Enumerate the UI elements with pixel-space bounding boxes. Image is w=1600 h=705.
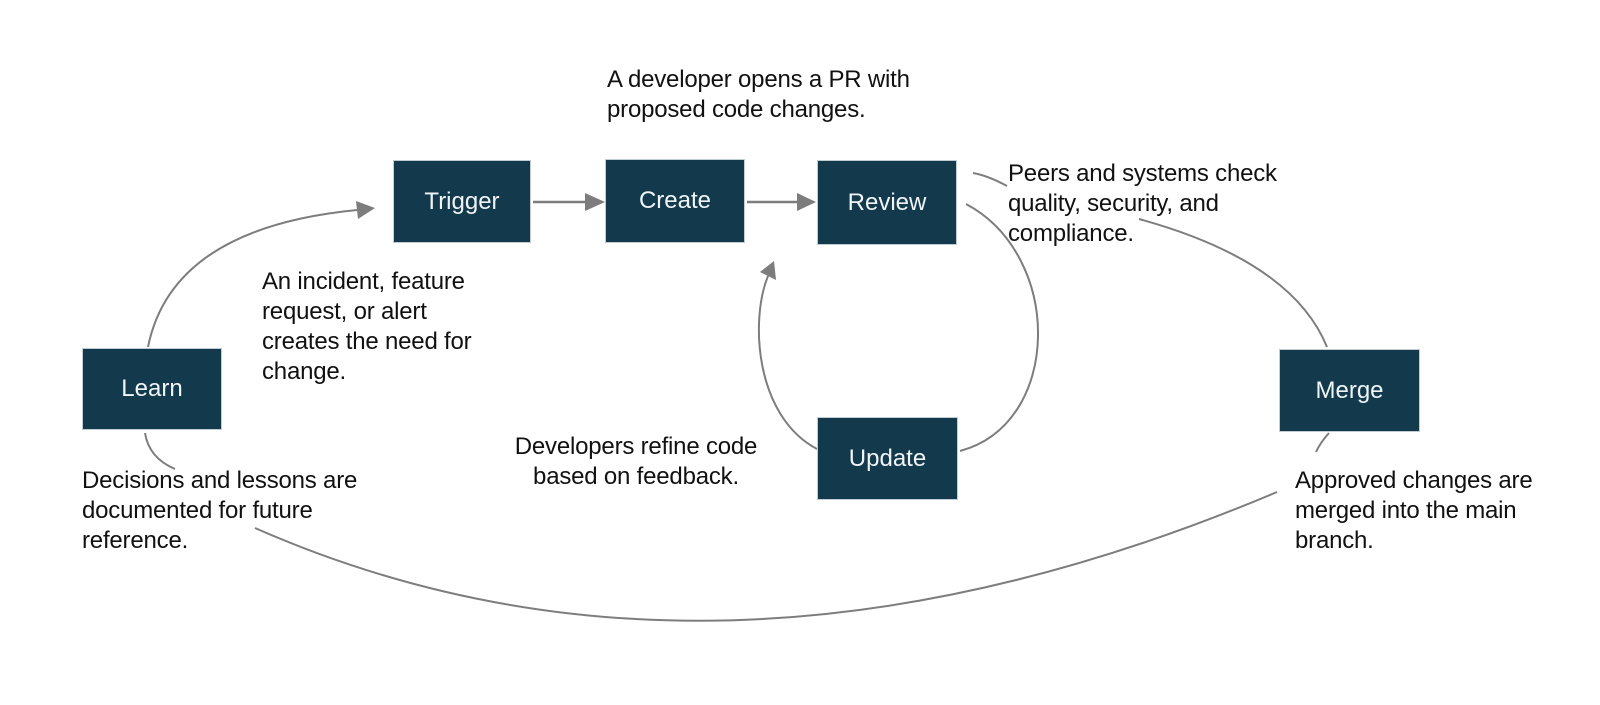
annotation-create-line-2: proposed code changes. — [607, 96, 866, 123]
annotation-merge-line-3: branch. — [1295, 527, 1374, 554]
annotation-create: A developer opens a PR with proposed cod… — [607, 65, 910, 125]
node-review-label: Review — [847, 188, 927, 216]
node-update: Update — [817, 417, 958, 500]
arrowhead-create-to-review — [797, 193, 816, 211]
connector-learn-to-trigger — [147, 209, 358, 348]
leader-merge-note — [1315, 432, 1330, 453]
annotation-review: Peers and systems check quality, securit… — [1008, 159, 1277, 249]
annotation-create-line-1: A developer opens a PR with — [607, 66, 910, 93]
annotation-learn: Decisions and lessons are documented for… — [82, 466, 357, 556]
node-review: Review — [817, 160, 957, 245]
arrowhead-update-to-review — [760, 261, 776, 280]
annotation-learn-line-2: documented for future — [82, 497, 313, 524]
annotation-merge: Approved changes are merged into the mai… — [1295, 466, 1533, 556]
annotation-update-line-1: Developers refine code — [514, 433, 758, 460]
arrowhead-trigger-to-create — [585, 193, 605, 211]
node-create-label: Create — [638, 187, 712, 214]
annotation-trigger-line-3: creates the need for — [262, 328, 472, 355]
annotation-learn-line-3: reference. — [82, 527, 189, 554]
annotation-trigger-line-4: change. — [262, 358, 347, 385]
annotation-update: Developers refine code based on feedback… — [490, 432, 782, 492]
connector-review-to-merge — [1138, 218, 1328, 348]
annotation-update-line-2: based on feedback. — [533, 463, 739, 490]
leader-review-note — [972, 172, 1008, 187]
leader-learn-note — [144, 432, 176, 470]
annotation-trigger-line-1: An incident, feature — [262, 268, 465, 295]
annotation-review-line-1: Peers and systems check — [1008, 160, 1277, 187]
connector-update-to-review — [757, 275, 818, 450]
annotation-learn-line-1: Decisions and lessons are — [82, 467, 358, 494]
annotation-trigger: An incident, feature request, or alert c… — [262, 267, 472, 387]
node-trigger: Trigger — [393, 160, 531, 243]
annotation-merge-line-1: Approved changes are — [1295, 467, 1533, 494]
node-merge: Merge — [1279, 349, 1420, 432]
annotation-review-line-3: compliance. — [1008, 220, 1134, 247]
annotation-merge-line-2: merged into the main — [1295, 497, 1517, 524]
node-learn: Learn — [82, 348, 222, 430]
node-update-label: Update — [848, 444, 927, 472]
connector-review-to-update — [959, 203, 1039, 452]
node-trigger-label: Trigger — [424, 187, 500, 215]
node-learn-label: Learn — [121, 375, 183, 402]
node-merge-label: Merge — [1315, 376, 1384, 404]
connector-merge-to-learn — [254, 491, 1278, 622]
arrowhead-learn-to-trigger — [356, 201, 375, 219]
node-create: Create — [605, 159, 745, 243]
annotation-trigger-line-2: request, or alert — [262, 298, 427, 325]
annotation-review-line-2: quality, security, and — [1008, 190, 1219, 217]
